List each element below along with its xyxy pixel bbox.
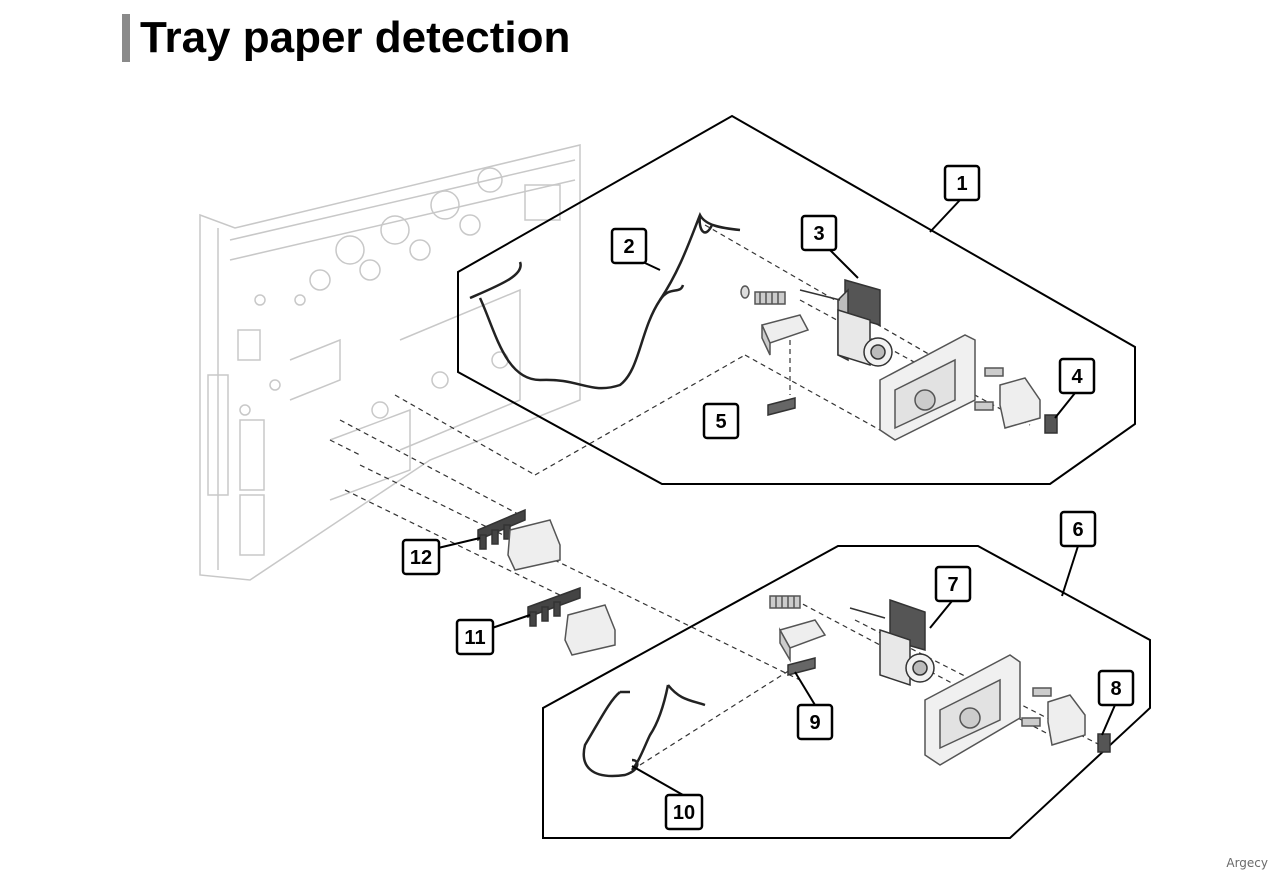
- svg-text:2: 2: [623, 236, 634, 258]
- upper-small-springs: [974, 367, 1004, 411]
- svg-text:12: 12: [410, 547, 432, 569]
- part-4-switch: [1044, 414, 1058, 434]
- callout-2: 2: [610, 227, 648, 265]
- upper-cable-part-2: [469, 211, 741, 390]
- callout-5: 5: [702, 402, 740, 440]
- lower-flag-part: [1047, 694, 1086, 746]
- part-9-sensor: [787, 657, 816, 676]
- svg-text:4: 4: [1071, 366, 1083, 388]
- upper-bracket: [760, 314, 810, 356]
- svg-text:3: 3: [813, 223, 824, 245]
- callout-12: 12: [401, 538, 441, 576]
- lower-tray-housing: [924, 654, 1021, 766]
- lower-cable-part-10: [582, 684, 706, 778]
- callout-4: 4: [1058, 357, 1096, 395]
- svg-text:6: 6: [1072, 519, 1083, 541]
- svg-text:11: 11: [464, 627, 485, 649]
- lower-small-springs: [1021, 687, 1052, 727]
- svg-text:9: 9: [809, 712, 820, 734]
- upper-tray-housing: [879, 334, 976, 441]
- svg-text:7: 7: [947, 574, 958, 596]
- svg-text:10: 10: [673, 802, 695, 824]
- upper-flag-part: [999, 377, 1041, 429]
- part-12-comb: [477, 508, 526, 550]
- upper-actuator-part-3: [799, 279, 893, 367]
- page-title: Tray paper detection: [140, 13, 571, 62]
- part-8-switch: [1097, 733, 1111, 753]
- part-5-sensor: [767, 397, 796, 416]
- part-12-holder: [507, 519, 561, 571]
- callout-1: 1: [943, 164, 981, 202]
- callout-9: 9: [796, 703, 834, 741]
- callout-leaders: [437, 199, 1116, 796]
- callout-3: 3: [800, 214, 838, 252]
- printer-frame-illustration: [199, 144, 581, 581]
- upper-assembly-outline: [457, 114, 1136, 485]
- lower-bracket: [778, 619, 827, 663]
- part-11-comb: [527, 586, 581, 627]
- upper-spring: [740, 285, 786, 305]
- title-accent-bar: [122, 14, 130, 62]
- svg-text:5: 5: [715, 411, 726, 433]
- lower-assembly-outline: [542, 545, 1151, 839]
- svg-text:1: 1: [956, 173, 967, 195]
- lower-actuator-part-7: [849, 598, 935, 687]
- callout-10: 10: [664, 793, 704, 831]
- callout-11: 11: [455, 618, 495, 656]
- callout-7: 7: [934, 565, 972, 603]
- lower-spring: [769, 595, 801, 609]
- watermark-text: Argecy: [1226, 856, 1268, 870]
- svg-text:8: 8: [1110, 678, 1121, 700]
- callout-8: 8: [1097, 669, 1135, 707]
- callout-6: 6: [1059, 510, 1097, 548]
- part-11-holder: [564, 604, 616, 656]
